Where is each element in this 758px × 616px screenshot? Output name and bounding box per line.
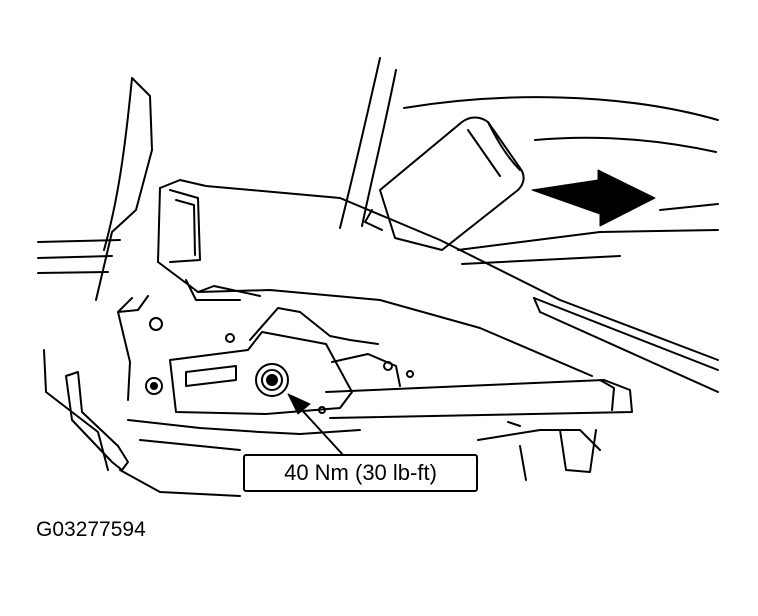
figure-id-label: G03277594 <box>36 518 146 541</box>
seat-belt-buckle <box>364 116 525 251</box>
bolt-arrow-icon <box>287 393 345 457</box>
seat-frame-cover <box>157 179 719 377</box>
seat-cushion-outline <box>339 57 719 265</box>
insert-arrow-icon <box>531 169 656 227</box>
seat-track-rail <box>325 297 719 419</box>
seat-back-outline <box>37 77 153 301</box>
lower-bracket-assembly <box>43 295 601 497</box>
anchor-bolt <box>255 363 289 397</box>
bracket-holes <box>145 317 414 414</box>
torque-callout-label: 40 Nm (30 lb-ft) <box>243 454 478 492</box>
